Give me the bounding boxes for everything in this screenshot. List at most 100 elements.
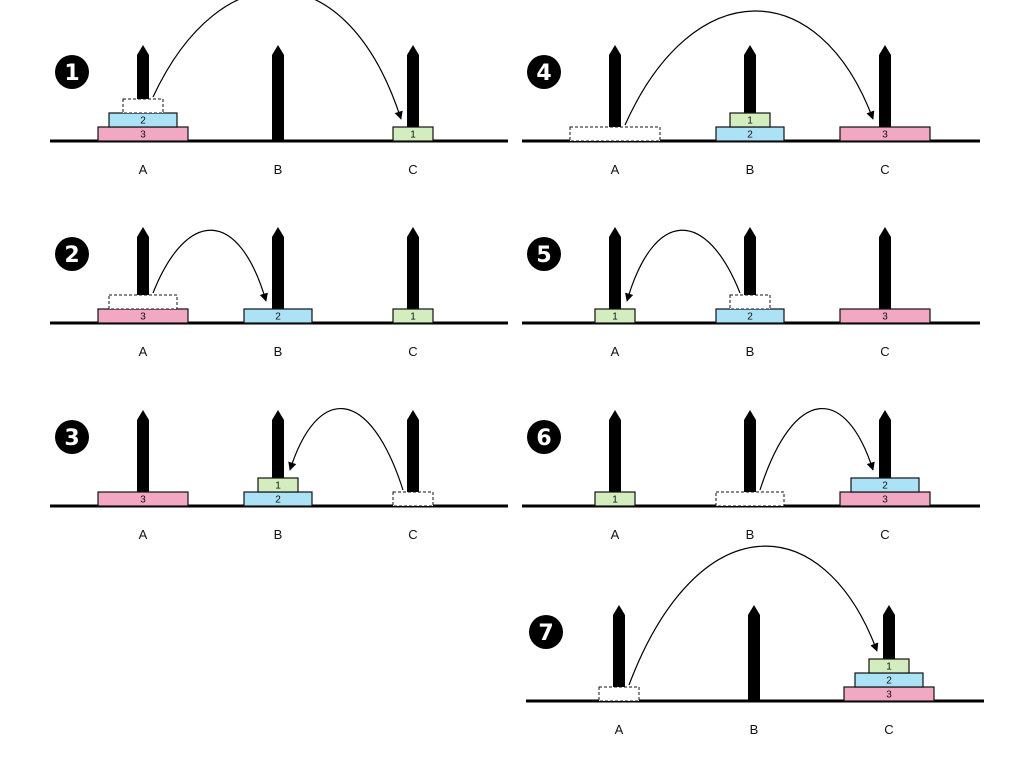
step-number: 5 (536, 243, 551, 268)
step-number-badge: 6 (527, 420, 561, 454)
peg-label-b: B (274, 527, 283, 542)
disk-1: 1 (257, 477, 299, 493)
step-number: 4 (536, 61, 551, 86)
move-arrow (759, 408, 875, 491)
disk-label: 2 (275, 312, 281, 323)
move-arrow (288, 408, 404, 491)
peg-label-a: A (139, 527, 148, 542)
step-number-badge: 3 (55, 420, 89, 454)
disk-2: 2 (243, 308, 313, 324)
disk-label: 1 (612, 495, 618, 506)
disk-label: 2 (747, 312, 753, 323)
step-panel-4: 4A B C 21 3 (522, 10, 980, 177)
disk-3: 3 (97, 491, 189, 507)
step-number-badge: 4 (527, 55, 561, 89)
peg-c (407, 410, 419, 506)
moved-disk-ghost (715, 491, 785, 507)
move-arrow (152, 0, 403, 120)
step-number: 7 (538, 621, 553, 646)
disk-3: 3 (839, 308, 931, 324)
disk-3: 3 (839, 126, 931, 142)
disk-2: 2 (108, 112, 178, 128)
peg-label-c: C (880, 344, 889, 359)
moved-disk-ghost (122, 98, 164, 114)
disk-label: 1 (612, 312, 618, 323)
disk-1: 1 (392, 126, 434, 142)
peg-label-a: A (611, 527, 620, 542)
moved-disk-ghost (598, 686, 640, 702)
step-number: 6 (536, 426, 551, 451)
step-number-badge: 2 (55, 237, 89, 271)
disk-label: 1 (886, 662, 892, 673)
peg-b (272, 45, 284, 141)
peg-c (407, 45, 419, 141)
move-arrow (625, 229, 741, 302)
disk-1: 1 (594, 308, 636, 324)
peg-a (613, 605, 625, 701)
step-panel-3: 3A B C 3 21 (50, 408, 508, 542)
disk-1: 1 (594, 491, 636, 507)
peg-label-c: C (880, 162, 889, 177)
peg-b (272, 227, 284, 323)
move-arrow (152, 229, 268, 302)
peg-label-c: C (408, 527, 417, 542)
moved-disk-ghost (569, 126, 661, 142)
disk-label: 3 (140, 130, 146, 141)
disk-3: 3 (97, 126, 189, 142)
move-arrow (624, 10, 875, 126)
step-number: 1 (64, 61, 79, 86)
peg-label-b: B (274, 344, 283, 359)
disk-label: 3 (882, 312, 888, 323)
step-panel-5: 5A B C 1 2 3 (522, 227, 980, 359)
step-number-badge: 7 (529, 615, 563, 649)
moved-disk-ghost (729, 294, 771, 310)
disk-3: 3 (843, 686, 935, 702)
disk-3: 3 (97, 308, 189, 324)
peg-a (609, 410, 621, 506)
disk-label: 2 (140, 116, 146, 127)
disk-2: 2 (854, 672, 924, 688)
disk-label: 3 (882, 130, 888, 141)
moved-disk-ghost (392, 491, 434, 507)
disk-1: 1 (729, 112, 771, 128)
step-number-badge: 1 (55, 55, 89, 89)
disk-2: 2 (715, 308, 785, 324)
moved-disk-ghost (108, 294, 178, 310)
disk-label: 1 (410, 312, 416, 323)
disk-2: 2 (850, 477, 920, 493)
step-number-badge: 5 (527, 237, 561, 271)
disk-label: 3 (140, 495, 146, 506)
peg-label-b: B (746, 162, 755, 177)
peg-label-b: B (750, 722, 759, 737)
peg-a (609, 227, 621, 323)
peg-b (748, 605, 760, 701)
disk-label: 3 (886, 690, 892, 701)
peg-label-c: C (408, 344, 417, 359)
peg-c (879, 227, 891, 323)
peg-label-c: C (884, 722, 893, 737)
disk-label: 2 (882, 481, 888, 492)
peg-b (744, 410, 756, 506)
disk-2: 2 (243, 491, 313, 507)
peg-label-a: A (139, 344, 148, 359)
peg-label-a: A (611, 344, 620, 359)
peg-c (879, 45, 891, 141)
peg-a (137, 410, 149, 506)
disk-label: 3 (140, 312, 146, 323)
peg-label-a: A (611, 162, 620, 177)
step-panel-2: 2A B C 3 2 1 (50, 227, 508, 359)
disk-2: 2 (715, 126, 785, 142)
disk-label: 2 (886, 676, 892, 687)
peg-label-c: C (408, 162, 417, 177)
peg-c (407, 227, 419, 323)
peg-label-b: B (746, 344, 755, 359)
step-number: 3 (64, 426, 79, 451)
peg-label-b: B (746, 527, 755, 542)
step-number: 2 (64, 243, 79, 268)
peg-a (609, 45, 621, 141)
disk-label: 1 (410, 130, 416, 141)
